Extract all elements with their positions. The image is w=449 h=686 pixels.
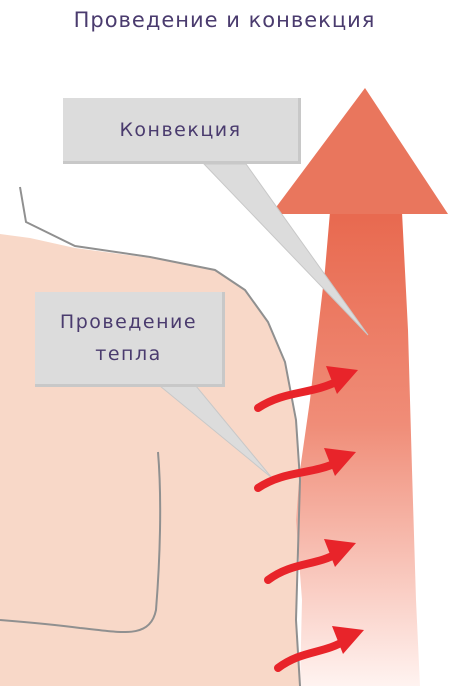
convection-callout: Конвекция [63, 98, 301, 164]
conduction-label-line1: Проведение [60, 306, 197, 338]
conduction-label-line2: тепла [95, 338, 161, 370]
convection-label: Конвекция [119, 119, 241, 141]
convection-arrow [296, 212, 420, 686]
conduction-callout: Проведение тепла [35, 292, 225, 387]
